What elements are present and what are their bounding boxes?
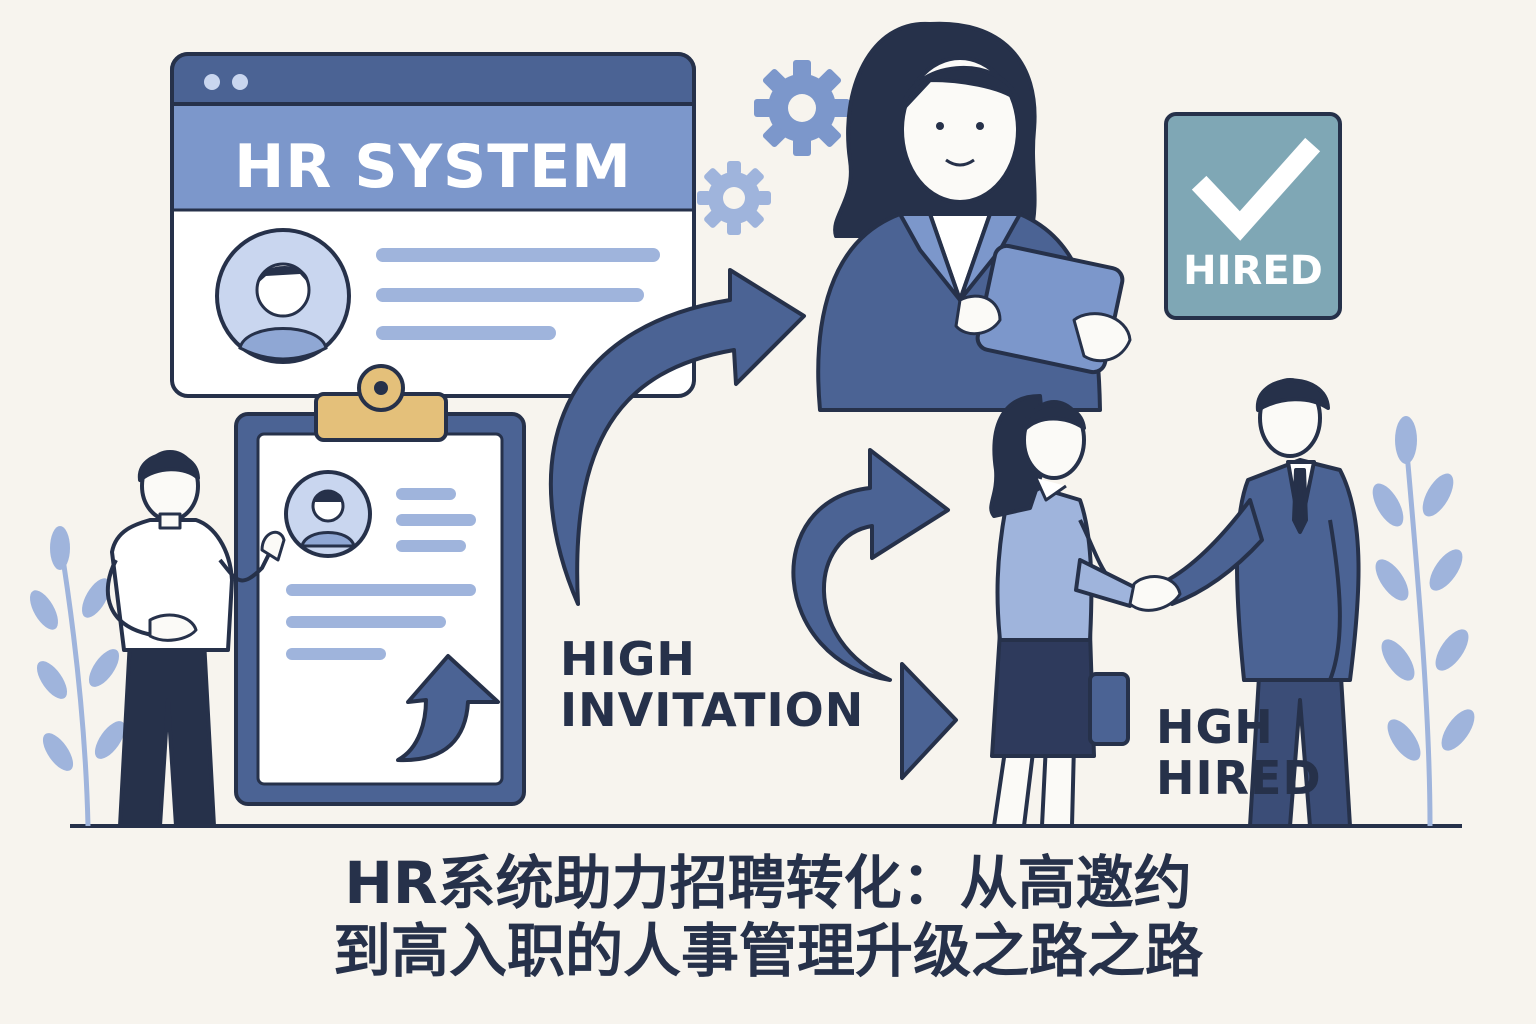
profile-line [376,248,660,262]
resume-line [396,514,476,526]
upload-arrow-icon [396,654,500,763]
window-dot-icon [204,74,220,90]
hr-system-window [170,52,696,398]
window-dot-icon [232,74,248,90]
hired-label-line1: HGH [1156,700,1274,754]
hired-label-line2: HIRED [1156,750,1322,805]
big-curved-arrow-icon [548,268,806,606]
profile-line [376,326,556,340]
new-hire-woman-figure [989,394,1141,828]
caption-line1: HR系统助力招聘转化：从高邀约 [344,849,1192,917]
resume-line [286,616,446,628]
resume-line [286,648,386,660]
resume-line [286,584,476,596]
gear-icon [697,161,771,235]
resume-line [396,540,466,552]
invitation-label-line2: INVITATION [560,682,865,737]
recruiter-figure [105,450,286,828]
hired-label: HGH HIRED [1156,702,1322,803]
hr-manager-figure [816,21,1132,412]
hired-badge [1164,112,1342,320]
caption-line2: 到高入职的人事管理升级之路之路 [332,917,1203,985]
resume-clipboard [234,364,526,806]
profile-line [376,288,644,302]
plant-left-icon [30,526,126,827]
hired-badge-label: HIRED [1183,248,1323,294]
play-triangle-icon [900,662,958,780]
employer-man-figure [1128,378,1361,828]
invitation-label-line1: HIGH [560,632,696,686]
hr-system-title: HR SYSTEM [234,132,632,202]
loop-arrow-icon [791,448,950,682]
invitation-label: HIGH INVITATION [560,634,864,735]
plant-right-icon [1372,416,1475,827]
gear-icon [754,60,850,156]
checkmark-icon [1191,137,1321,241]
resume-line [396,488,456,500]
